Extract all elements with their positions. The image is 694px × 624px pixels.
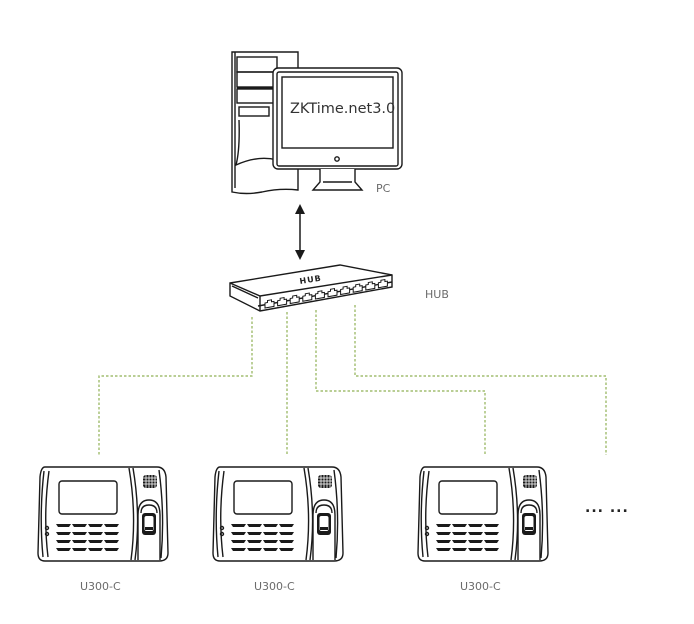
pc-screen-text: ZKTime.net3.0 <box>290 101 395 117</box>
device-3: U300-C <box>418 467 548 593</box>
hub-port-icon <box>277 296 288 307</box>
hub-ports <box>264 278 388 309</box>
hub-port-icon <box>264 299 275 309</box>
hub-device: HUB HUB <box>229 264 449 312</box>
hub-label: HUB <box>425 288 449 301</box>
connection-device-3 <box>315 310 486 455</box>
pc-monitor: ZKTime.net3.0 <box>272 67 403 191</box>
connection-device-1 <box>98 317 253 455</box>
hub-port-icon <box>352 283 363 293</box>
hub-badge-text: HUB <box>299 274 322 286</box>
device-2: U300-C <box>213 467 343 593</box>
pc-computer: ZKTime.net3.0 PC <box>231 51 403 195</box>
device-3-label: U300-C <box>460 580 501 593</box>
device-1: U300-C <box>38 467 168 593</box>
hub-port-icon <box>302 292 313 302</box>
pc-label: PC <box>376 182 391 195</box>
hub-port-icon <box>314 290 325 300</box>
hub-port-icon <box>365 281 376 291</box>
hub-port-icon <box>340 285 351 296</box>
hub-port-icon <box>377 278 388 289</box>
connections <box>98 305 607 455</box>
connection-device-more <box>354 305 607 455</box>
device-2-label: U300-C <box>254 580 295 593</box>
hub-port-icon <box>327 287 338 298</box>
hub-port-icon <box>289 294 300 305</box>
more-devices-indicator: ... ... <box>585 500 629 516</box>
device-1-label: U300-C <box>80 580 121 593</box>
